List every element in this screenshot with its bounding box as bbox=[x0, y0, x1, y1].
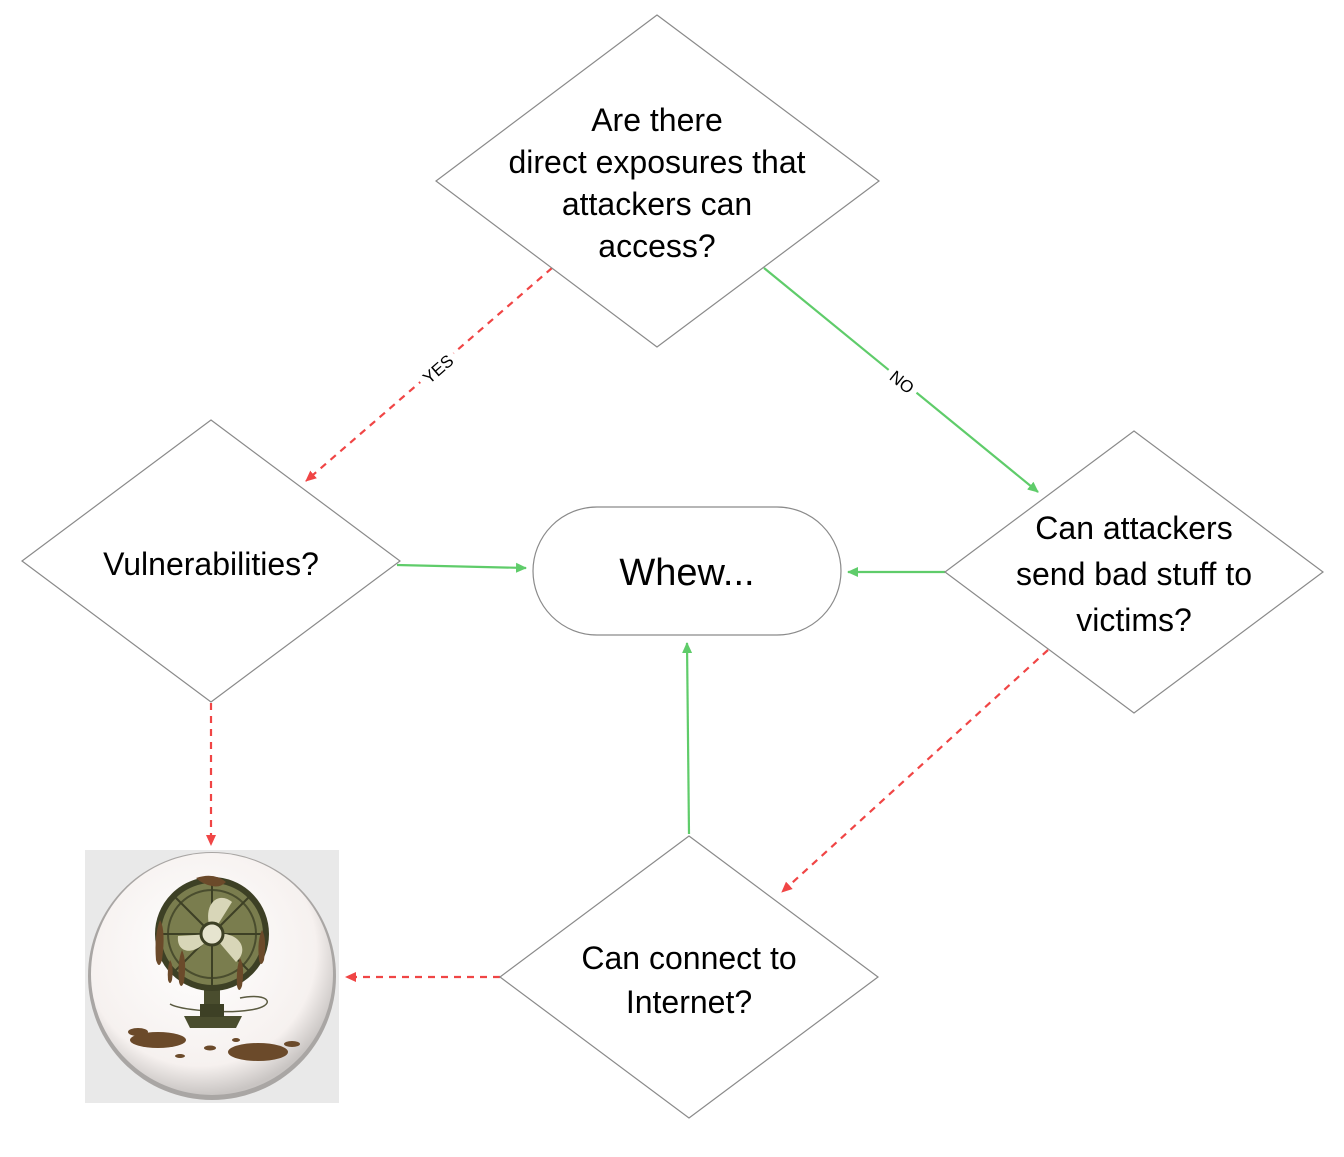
internet-line-2: Internet? bbox=[626, 984, 752, 1020]
no-edge-label: NO bbox=[881, 361, 924, 402]
vulnerabilities-decision: Vulnerabilities? bbox=[20, 419, 402, 703]
vulnerabilities-to-whew-connector bbox=[396, 562, 527, 573]
exposures-line-3: attackers can bbox=[562, 186, 752, 222]
vulnerabilities-text: Vulnerabilities? bbox=[103, 546, 319, 582]
send-bad-stuff-line-2: send bad stuff to bbox=[1016, 556, 1252, 592]
exposures-decision: Are there direct exposures that attacker… bbox=[435, 14, 881, 348]
exposures-line-1: Are there bbox=[591, 102, 723, 138]
send-bad-stuff-line-3: victims? bbox=[1076, 602, 1192, 638]
whew-terminal: Whew... bbox=[532, 506, 842, 636]
internet-line-1: Can connect to bbox=[581, 940, 796, 976]
melting-fan-icon bbox=[85, 850, 339, 1103]
exposures-line-4: access? bbox=[598, 228, 715, 264]
whew-text: Whew... bbox=[619, 552, 754, 594]
yes-edge-label: YES bbox=[413, 345, 462, 391]
internet-decision: Can connect to Internet? bbox=[498, 835, 880, 1119]
send-bad-stuff-line-1: Can attackers bbox=[1035, 510, 1232, 546]
exposures-line-2: direct exposures that bbox=[508, 144, 805, 180]
internet-to-whew-connector bbox=[682, 642, 693, 835]
send-bad-stuff-to-internet-connector bbox=[781, 649, 1049, 893]
send-bad-stuff-decision: Can attackers send bad stuff to victims? bbox=[943, 430, 1325, 714]
